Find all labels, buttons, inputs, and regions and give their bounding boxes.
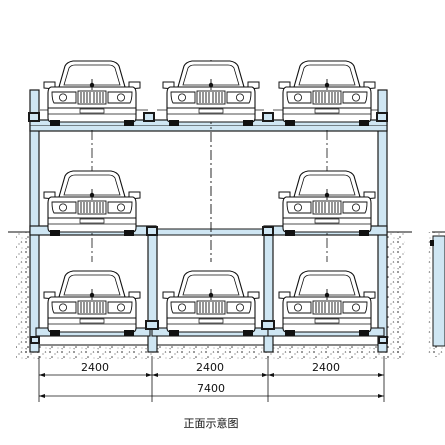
car-middle-1 — [43, 170, 141, 237]
dimension-labels: 2400 2400 2400 7400 正面示意图 — [81, 361, 340, 430]
pit-floor — [16, 345, 405, 359]
joint-block-inset — [30, 114, 38, 120]
neighbour-bracket — [430, 240, 434, 246]
bay-arrow-end — [262, 373, 268, 377]
car-top-3 — [278, 60, 376, 127]
car-top-1 — [43, 60, 141, 127]
outer-post — [29, 89, 40, 353]
parked-cars — [43, 60, 376, 337]
car-top-2 — [162, 60, 260, 127]
joint-block-inset — [145, 114, 153, 120]
outer-post — [377, 89, 388, 353]
joint-block-inset — [264, 228, 272, 234]
car-bottom-2 — [162, 270, 260, 337]
car-bottom-3 — [278, 270, 376, 337]
car-middle-3 — [278, 170, 376, 237]
joint-block-inset — [264, 114, 272, 120]
bay-arrow-start — [39, 373, 45, 377]
dimension-lines — [38, 356, 385, 402]
total-arrow-end — [378, 394, 384, 398]
neighbour-column — [432, 235, 445, 347]
diagram-caption: 正面示意图 — [184, 416, 239, 430]
bay-arrow-start — [152, 373, 158, 377]
total-arrow-start — [39, 394, 45, 398]
joint-block-inset — [148, 228, 156, 234]
pit-wall-right — [387, 232, 405, 357]
joint-block-inset — [32, 338, 38, 342]
bay-arrow-end — [146, 373, 152, 377]
joint-block-inset — [147, 322, 157, 328]
bay-arrow-end — [378, 373, 384, 377]
joint-block-inset — [378, 114, 386, 120]
bay-width-label-1: 2400 — [81, 361, 109, 374]
bay-width-label-2: 2400 — [196, 361, 224, 374]
ground-section — [8, 231, 445, 359]
bay-width-label-3: 2400 — [312, 361, 340, 374]
joint-block-inset — [263, 322, 273, 328]
bay-arrow-start — [268, 373, 274, 377]
middle-cross-beam — [151, 228, 269, 236]
car-bottom-1 — [43, 270, 141, 337]
joint-block-inset — [380, 338, 386, 342]
total-width-label: 7400 — [197, 382, 225, 395]
